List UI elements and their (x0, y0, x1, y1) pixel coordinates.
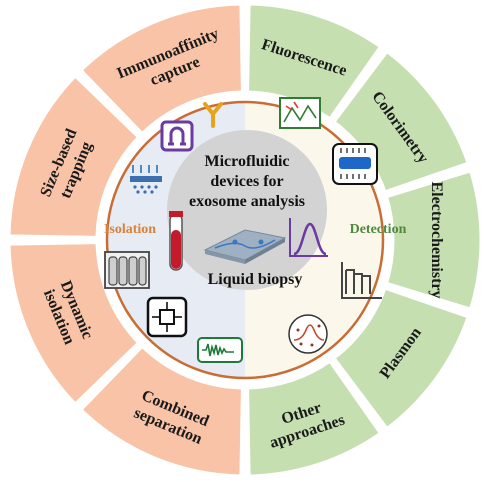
isolation-segment-4 (78, 344, 244, 478)
detection-segment-1 (246, 2, 383, 121)
pillar-array-icon (104, 251, 150, 289)
inner-disc-ring (105, 100, 385, 380)
isolation-label: Isolation (104, 222, 156, 237)
center-subtitle: Liquid biopsy (208, 271, 303, 288)
isolation-segment-3 (7, 241, 141, 407)
center-title-line1: Microfluidic (204, 153, 289, 170)
antibody-icon (203, 102, 223, 128)
detection-segment-3 (384, 169, 483, 311)
plasmon-particles-icon (288, 314, 328, 354)
center-title-line2: devices for (210, 173, 283, 190)
filter-membrane-icon (130, 165, 162, 194)
fluorescence-spectrum-icon (279, 97, 321, 129)
detection-segment-3-label-line1: Electrochemistry (428, 182, 445, 299)
gaussian-curve-icon (289, 218, 328, 257)
chip-circuit-icon (146, 296, 188, 338)
outer-ring-segments: FluorescenceColorimetryElectrochemistryP… (7, 2, 483, 478)
current-steps-icon (341, 262, 382, 299)
acoustic-wave-icon (197, 337, 243, 363)
colorimetry-device-icon (332, 143, 378, 185)
detection-segment-3-text: Electrochemistry (428, 182, 445, 299)
blood-tube-icon (169, 211, 183, 271)
detection-segment-4 (331, 286, 471, 431)
microfluidic-chip-icon (203, 229, 287, 264)
center-title-line3: exosome analysis (189, 193, 305, 210)
magnet-chip-icon (160, 120, 194, 152)
isolation-segment-1 (78, 2, 244, 136)
detection-label: Detection (350, 222, 407, 237)
detection-segment-5 (246, 359, 383, 478)
isolation-segment-2 (7, 73, 141, 239)
